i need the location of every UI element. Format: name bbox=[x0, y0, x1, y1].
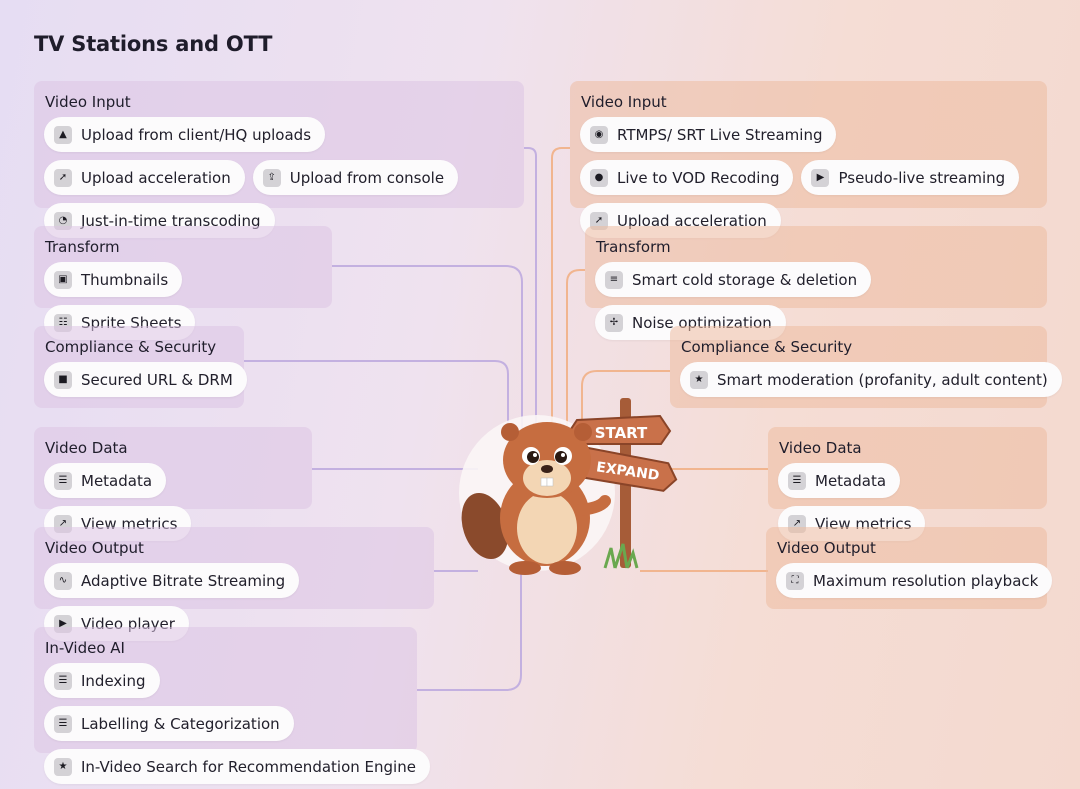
chip-live-to-vod[interactable]: ● Live to VOD Recoding bbox=[580, 160, 794, 195]
rocket-icon: ➚ bbox=[590, 211, 608, 230]
clock-icon: ◔ bbox=[54, 211, 72, 230]
upload-tray-icon: ⇪ bbox=[262, 168, 281, 187]
chip-pseudo-live-streaming[interactable]: ▶ Pseudo-live streaming bbox=[801, 160, 1020, 195]
card-title: Video Output bbox=[45, 539, 144, 557]
chip-label: Live to VOD Recoding bbox=[617, 168, 780, 187]
chip-upload-from-console[interactable]: ⇪ Upload from console bbox=[252, 160, 459, 195]
sign-expand: EXPAND bbox=[578, 446, 678, 492]
chip-labelling-categorization[interactable]: ☰ Labelling & Categorization bbox=[44, 706, 294, 741]
chip-label: Labelling & Categorization bbox=[81, 714, 280, 733]
left-card-compliance-security: Compliance & Security ■ Secured URL & DRM bbox=[34, 326, 247, 408]
chip-indexing[interactable]: ☰ Indexing bbox=[44, 663, 160, 698]
right-card-video-data: Video Data ☰Metadata ↗View metrics bbox=[768, 427, 1047, 541]
left-card-video-data: Video Data ☰Metadata ↗View metrics bbox=[34, 427, 312, 541]
lock-icon: ■ bbox=[54, 370, 72, 389]
chip-label: Just-in-time transcoding bbox=[81, 211, 261, 230]
list-icon: ☰ bbox=[54, 471, 72, 490]
broadcast-icon: ◉ bbox=[590, 125, 608, 144]
fan-icon: ✢ bbox=[605, 313, 623, 332]
right-card-video-output: Video Output ⛶ Maximum resolution playbac… bbox=[766, 527, 1053, 609]
left-card-in-video-ai: In-Video AI ☰ Indexing ☰ Labelling & Categ… bbox=[34, 627, 430, 784]
chip-adaptive-bitrate-streaming[interactable]: ∿ Adaptive Bitrate Streaming bbox=[44, 563, 300, 598]
rocket-icon: ➚ bbox=[54, 168, 72, 187]
card-title: Transform bbox=[45, 238, 120, 256]
connector-left-video-input bbox=[524, 147, 537, 425]
card-title: Video Input bbox=[581, 93, 667, 111]
chip-smart-moderation[interactable]: ★ Smart moderation (profanity, adult cont… bbox=[680, 362, 1062, 397]
chip-label: Secured URL & DRM bbox=[81, 370, 233, 389]
star-icon: ★ bbox=[54, 757, 72, 776]
card-title: Video Data bbox=[779, 439, 862, 457]
chip-label: In-Video Search for Recommendation Engin… bbox=[81, 757, 416, 776]
chip-label: Upload acceleration bbox=[81, 168, 231, 187]
chip-label: Upload acceleration bbox=[617, 211, 767, 230]
right-card-compliance-security: Compliance & Security ★ Smart moderation … bbox=[670, 326, 1062, 408]
card-title: Video Input bbox=[45, 93, 131, 111]
chip-label: Indexing bbox=[81, 671, 146, 690]
chip-label: Maximum resolution playback bbox=[813, 571, 1039, 590]
record-icon: ● bbox=[590, 168, 608, 187]
card-title: Transform bbox=[596, 238, 671, 256]
chip-noise-optimization[interactable]: ✢Noise optimization bbox=[595, 305, 786, 340]
storage-icon: ≡ bbox=[605, 270, 623, 289]
chip-upload-from-client[interactable]: ▲ Upload from client/HQ uploads bbox=[44, 117, 326, 152]
list-icon: ☰ bbox=[788, 471, 806, 490]
chip-label: Smart cold storage & deletion bbox=[632, 270, 858, 289]
chip-thumbnails[interactable]: ▣ Thumbnails bbox=[44, 262, 183, 297]
page-title: TV Stations and OTT bbox=[34, 32, 273, 56]
card-title: Video Output bbox=[777, 539, 876, 557]
chip-label: Metadata bbox=[81, 471, 153, 490]
connector-right-video-input bbox=[551, 147, 570, 425]
right-card-video-input: Video Input ◉ RTMPS/ SRT Live Streaming ●… bbox=[570, 81, 1047, 238]
fullscreen-icon: ⛶ bbox=[786, 571, 804, 590]
left-card-transform: Transform ▣Thumbnails ☷Sprite Sheets bbox=[34, 226, 332, 340]
play-icon: ▶ bbox=[811, 168, 830, 187]
chip-metadata[interactable]: ☰ Metadata bbox=[44, 463, 167, 498]
chip-label: Smart moderation (profanity, adult conte… bbox=[717, 370, 1048, 389]
list-icon: ☰ bbox=[54, 671, 72, 690]
chip-maximum-resolution-playback[interactable]: ⛶ Maximum resolution playback bbox=[776, 563, 1053, 598]
chip-in-video-search[interactable]: ★ In-Video Search for Recommendation Engi… bbox=[44, 749, 430, 784]
left-card-video-input: Video Input ▲ Upload from client/HQ uploa… bbox=[34, 81, 524, 238]
chip-label: Upload from console bbox=[289, 168, 445, 187]
star-icon: ★ bbox=[690, 370, 708, 389]
chip-label: RTMPS/ SRT Live Streaming bbox=[617, 125, 823, 144]
chip-label: Adaptive Bitrate Streaming bbox=[81, 571, 286, 590]
sign-start: START bbox=[567, 414, 672, 445]
chip-label: Upload from client/HQ uploads bbox=[81, 125, 312, 144]
list-icon: ☰ bbox=[54, 714, 72, 733]
chip-rtmps-srt-live-streaming[interactable]: ◉ RTMPS/ SRT Live Streaming bbox=[580, 117, 837, 152]
card-title: Compliance & Security bbox=[681, 338, 853, 356]
card-title: In-Video AI bbox=[45, 639, 125, 657]
sign-start-label: START bbox=[595, 424, 648, 442]
beaver-mascot: START EXPAND bbox=[459, 398, 678, 575]
card-title: Compliance & Security bbox=[45, 338, 217, 356]
chip-metadata[interactable]: ☰ Metadata bbox=[778, 463, 901, 498]
chip-label: Pseudo-live streaming bbox=[838, 168, 1006, 187]
chip-label: Thumbnails bbox=[81, 270, 169, 289]
left-card-video-output: Video Output ∿ Adaptive Bitrate Streaming… bbox=[34, 527, 434, 641]
chip-smart-cold-storage[interactable]: ≡ Smart cold storage & deletion bbox=[595, 262, 872, 297]
chip-secured-url-drm[interactable]: ■ Secured URL & DRM bbox=[44, 362, 247, 397]
chip-label: Metadata bbox=[815, 471, 887, 490]
card-title: Video Data bbox=[45, 439, 128, 457]
right-card-transform: Transform ≡ Smart cold storage & deletion… bbox=[585, 226, 1047, 340]
image-icon: ▣ bbox=[54, 270, 72, 289]
upload-icon: ▲ bbox=[54, 125, 72, 144]
chip-upload-acceleration[interactable]: ➚ Upload acceleration bbox=[44, 160, 245, 195]
wave-icon: ∿ bbox=[54, 571, 72, 590]
